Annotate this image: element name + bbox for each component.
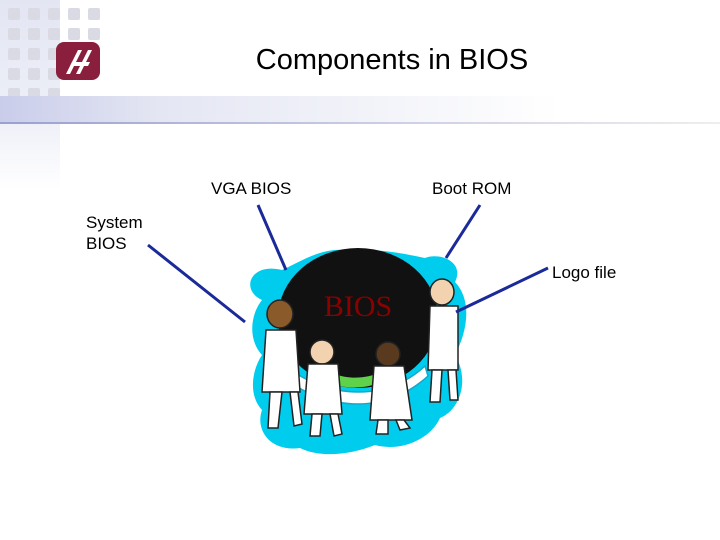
- figure-center-right: [369, 341, 413, 435]
- slide-title: Components in BIOS: [255, 44, 529, 76]
- globe-label: BIOS: [324, 290, 392, 323]
- connector-system-bios: [147, 243, 246, 324]
- label-logo-file: Logo file: [552, 263, 617, 282]
- decor-dot: [48, 28, 60, 40]
- decor-dot: [8, 48, 20, 60]
- connector-logo-file: [455, 266, 549, 314]
- decor-dot: [8, 28, 20, 40]
- decor-dot: [8, 68, 20, 80]
- label-system-bios-line1: System: [86, 213, 143, 232]
- label-vga-bios: VGA BIOS: [211, 179, 292, 198]
- figure-center-left: [303, 339, 343, 437]
- label-system-bios: System BIOS: [86, 212, 143, 254]
- decor-horizontal-band: [0, 96, 720, 122]
- decor-dot: [28, 68, 40, 80]
- logo-stroke-3: [70, 62, 90, 66]
- decor-dot: [48, 8, 60, 20]
- connector-vga-bios: [256, 204, 288, 271]
- company-logo: [56, 42, 100, 80]
- connector-boot-rom: [444, 204, 482, 259]
- label-system-bios-line2: BIOS: [86, 234, 127, 253]
- figure-left: [261, 299, 303, 429]
- decor-dot: [68, 8, 80, 20]
- decor-dot: [28, 28, 40, 40]
- decor-divider-line: [0, 122, 720, 124]
- decor-dot: [88, 28, 100, 40]
- decor-dot: [28, 8, 40, 20]
- figure-right: [427, 278, 459, 403]
- decor-dot: [88, 8, 100, 20]
- decor-dot: [28, 48, 40, 60]
- decor-dot: [8, 8, 20, 20]
- label-boot-rom: Boot ROM: [432, 179, 512, 198]
- decor-dot: [68, 28, 80, 40]
- slide-title-wrapper: Components in BIOS: [0, 44, 720, 77]
